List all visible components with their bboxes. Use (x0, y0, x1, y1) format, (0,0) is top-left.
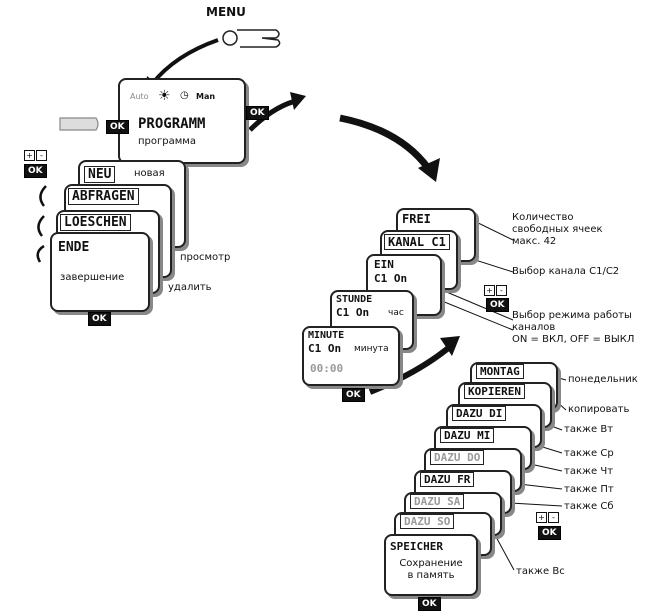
note-mode: Выбор режима работы каналов ON = ВКЛ, OF… (512, 310, 635, 345)
ok-button-left[interactable]: OK (24, 164, 47, 178)
speicher-code: SPEICHER (390, 540, 443, 553)
clock-icon: ◷ (180, 90, 189, 101)
program-subtitle: программа (138, 136, 196, 147)
ok-button-ende[interactable]: OK (88, 312, 111, 326)
card-ende: ENDE завершение (50, 232, 150, 312)
dazu-fr-code: DAZU FR (420, 472, 475, 487)
minute-time: 00:00 (310, 362, 344, 375)
program-card: Auto ☀ ◷ Man PROGRAMM программа (118, 78, 246, 164)
neu-code: NEU (84, 166, 116, 183)
note-free-cells: Количество свободных ячеек макс. 42 (512, 212, 603, 247)
plus-minus-keys-day[interactable]: +- (536, 512, 560, 523)
abfragen-code: ABFRAGEN (68, 188, 139, 205)
stunde-unit: час (388, 308, 404, 318)
card-speicher: SPEICHER Сохранение в память (384, 534, 478, 596)
speicher-label: Сохранение в память (399, 558, 463, 581)
label-montag: понедельник (568, 374, 638, 385)
program-title: PROGRAMM (138, 116, 206, 132)
auto-label: Auto (130, 92, 149, 101)
loeschen-label: удалить (168, 282, 212, 293)
man-label: Man (196, 92, 216, 101)
label-dazu-mi: также Ср (564, 448, 614, 459)
dazu-di-code: DAZU DI (452, 406, 507, 421)
plus-minus-keys[interactable]: +- (24, 150, 48, 161)
dazu-so-code: DAZU SO (400, 514, 455, 529)
dazu-sa-code: DAZU SA (410, 494, 465, 509)
label-dazu-do: также Чт (564, 466, 614, 477)
plus-minus-keys-mid[interactable]: +- (484, 285, 508, 296)
stunde-value: C1 On (336, 306, 370, 319)
ok-button-save[interactable]: OK (418, 597, 441, 611)
menu-label: MENU (206, 5, 246, 19)
frei-code: FREI (402, 212, 431, 226)
stunde-title: STUNDE (336, 294, 373, 305)
ok-button-day[interactable]: OK (538, 526, 561, 540)
plus-key-mid[interactable]: + (484, 285, 495, 296)
plus-key[interactable]: + (24, 150, 35, 161)
sun-icon: ☀ (158, 88, 171, 104)
kopieren-code: KOPIEREN (464, 384, 525, 399)
ende-label: завершение (60, 272, 125, 283)
minus-key[interactable]: - (36, 150, 47, 161)
kanal-code: KANAL C1 (384, 234, 450, 250)
ende-code: ENDE (58, 240, 90, 255)
hand-pointer-icon (222, 29, 281, 48)
ok-button-right[interactable]: OK (246, 106, 269, 120)
label-dazu-di: также Вт (564, 424, 614, 435)
minus-key-mid[interactable]: - (496, 285, 507, 296)
montag-code: MONTAG (476, 364, 524, 379)
loeschen-code: LOESCHEN (60, 214, 131, 231)
neu-label: новая (134, 168, 165, 179)
ok-button-minute[interactable]: OK (342, 388, 365, 402)
dazu-do-code: DAZU DO (430, 450, 485, 465)
plus-key-day[interactable]: + (536, 512, 547, 523)
ein-title: EIN (374, 258, 394, 271)
minus-key-day[interactable]: - (548, 512, 559, 523)
label-dazu-so: также Вс (516, 566, 565, 577)
label-dazu-sa: также Сб (564, 501, 614, 512)
minute-title: MINUTE (308, 330, 345, 341)
minute-value: C1 On (308, 342, 342, 355)
ein-value: C1 On (374, 272, 408, 285)
abfragen-label: просмотр (180, 252, 231, 263)
dazu-mi-code: DAZU MI (440, 428, 495, 443)
card-minute: MINUTE C1 On минута 00:00 (302, 326, 400, 386)
label-kopieren: копировать (568, 404, 630, 415)
minute-unit: минута (354, 344, 389, 354)
ok-button[interactable]: OK (106, 120, 129, 134)
hand-pointer-icon-left (59, 117, 99, 131)
ok-button-mid[interactable]: OK (486, 298, 509, 312)
label-dazu-fr: также Пт (564, 484, 614, 495)
note-channel: Выбор канала C1/C2 (512, 266, 620, 277)
